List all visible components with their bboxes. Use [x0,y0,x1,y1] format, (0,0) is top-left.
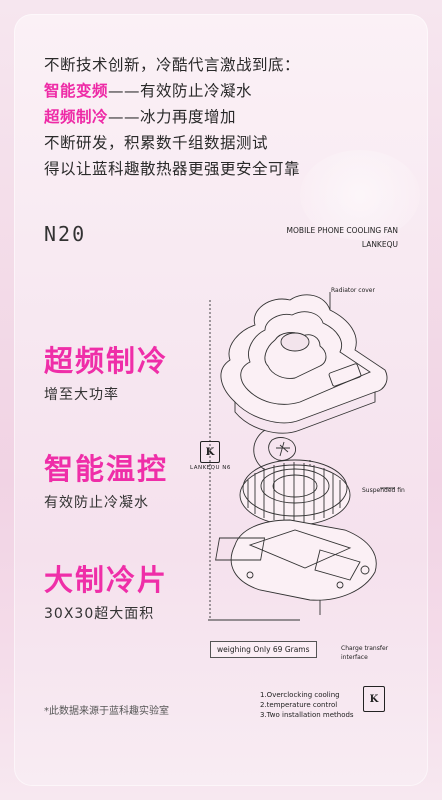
feature-overclock: 超频制冷 增至大功率 [44,344,168,404]
feature-title: 超频制冷 [44,344,169,378]
feature-subtitle: 有效防止冷凝水 [44,495,149,511]
intro-line-5: 得以让蓝科趣散热器更强更安全可靠 [44,160,301,178]
highlight-overclock: 超频制冷 [44,108,109,126]
feature-title: 大制冷片 [44,563,169,597]
weight-badge: weighing Only 69 Grams [210,641,317,658]
sparkle-decoration [300,150,420,240]
label-suspended-fin: Suspended fin [362,487,405,494]
intro-line-2: 智能变频——有效防止冷凝水 [44,78,300,104]
intro-line-2-rest: ——有效防止冷凝水 [108,82,253,100]
intro-line-3: 超频制冷——冰力再度增加 [44,104,300,130]
intro-line-3-rest: ——冰力再度增加 [108,108,237,126]
footnote: *此数据来源于蓝科趣实验室 [44,706,169,717]
logo-caption: LANKEQU N6 [190,465,231,471]
intro-line-4: 不断研发，积累数千组数据测试 [44,134,269,152]
feature-big-cooling-plate: 大制冷片 30X30超大面积 [44,563,168,623]
feature-bullets: 1.Overclocking cooling 2.temperature con… [260,690,354,720]
product-name-line-1: MOBILE PHONE COOLING FAN [286,226,398,235]
product-name: MOBILE PHONE COOLING FAN LANKEQU [287,224,398,252]
exploded-device-diagram [208,292,395,621]
brand-logo-large: K [363,686,385,712]
intro-line-1: 不断技术创新，冷酷代言激战到底： [44,56,301,74]
highlight-inverter: 智能变频 [44,82,109,100]
product-name-line-2: LANKEQU [361,240,398,249]
label-radiator-cover: Radiator cover [331,287,375,294]
intro-text: 不断技术创新，冷酷代言激战到底： 智能变频——有效防止冷凝水 超频制冷——冰力再… [44,52,300,182]
feature-subtitle: 增至大功率 [44,387,119,403]
bullet-item: 1.Overclocking cooling [260,691,340,699]
brand-logo: K [200,441,220,463]
label-charge-interface: Charge transfer interface [341,644,388,662]
feature-title: 智能温控 [44,452,169,486]
label-charge-interface-line-1: Charge transfer [341,645,389,652]
feature-temp-control: 智能温控 有效防止冷凝水 [44,452,168,512]
label-charge-interface-line-2: interface [341,654,368,661]
model-number: N20 [44,222,87,246]
bullet-item: 3.Two installation methods [260,711,354,719]
feature-subtitle: 30X30超大面积 [44,606,155,622]
bullet-item: 2.temperature control [260,701,338,709]
